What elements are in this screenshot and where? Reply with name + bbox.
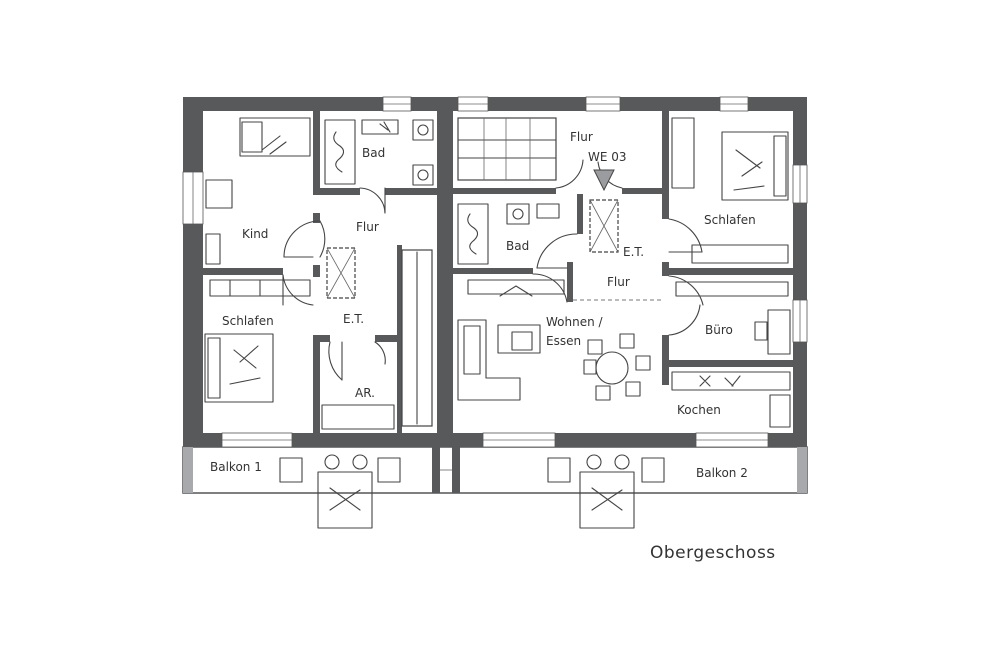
label-bad-right: Bad: [506, 239, 529, 253]
shaft-et-right: [589, 199, 619, 253]
window-icon: [182, 164, 808, 343]
stairwell-top: [457, 117, 557, 181]
label-bad-left: Bad: [362, 146, 385, 160]
triangle-marker-icon: [593, 169, 615, 192]
bed-schlafen-left: [204, 333, 274, 403]
label-balkon-2: Balkon 2: [696, 466, 748, 480]
plan-caption: Obergeschoss: [650, 543, 776, 563]
inner-walls: [203, 111, 793, 433]
window-icon: [382, 96, 749, 112]
bed-kind: [239, 117, 311, 157]
label-essen: Essen: [546, 334, 581, 348]
sofa-wohnen: [457, 319, 521, 401]
label-et-left: E.T.: [343, 312, 364, 326]
balcony-furniture-1: [279, 454, 401, 529]
bathroom-fixtures-left: [324, 119, 434, 186]
stair-shaft: [401, 249, 433, 427]
label-schlafen-right: Schlafen: [704, 213, 756, 227]
label-kochen: Kochen: [677, 403, 721, 417]
window-icon: [221, 432, 769, 448]
shaft-et-left: [326, 247, 356, 299]
balcony-furniture-2: [547, 454, 665, 529]
desk-buero: [675, 281, 791, 355]
dining-table: [583, 333, 651, 401]
wardrobe-right: [671, 117, 789, 264]
storage-ar-shelf: [321, 404, 395, 430]
bed-schlafen-right: [721, 131, 789, 201]
label-flur-left: Flur: [356, 220, 379, 234]
label-schlafen-left: Schlafen: [222, 314, 274, 328]
label-wohnen: Wohnen /: [546, 315, 604, 329]
desk-kind: [205, 179, 233, 265]
label-unit: WE 03: [588, 150, 627, 164]
label-et-right: E.T.: [623, 245, 644, 259]
coffee-table: [497, 324, 541, 354]
label-flur-right: Flur: [607, 275, 630, 289]
bathroom-fixtures-right: [457, 203, 560, 265]
label-balkon-1: Balkon 1: [210, 460, 262, 474]
label-buero: Büro: [705, 323, 733, 337]
wardrobe-left: [209, 279, 311, 297]
kitchen-counter: [671, 371, 791, 428]
label-kind: Kind: [242, 227, 268, 241]
sideboard: [467, 279, 565, 297]
label-flur-top: Flur: [570, 130, 593, 144]
label-ar: AR.: [355, 386, 375, 400]
